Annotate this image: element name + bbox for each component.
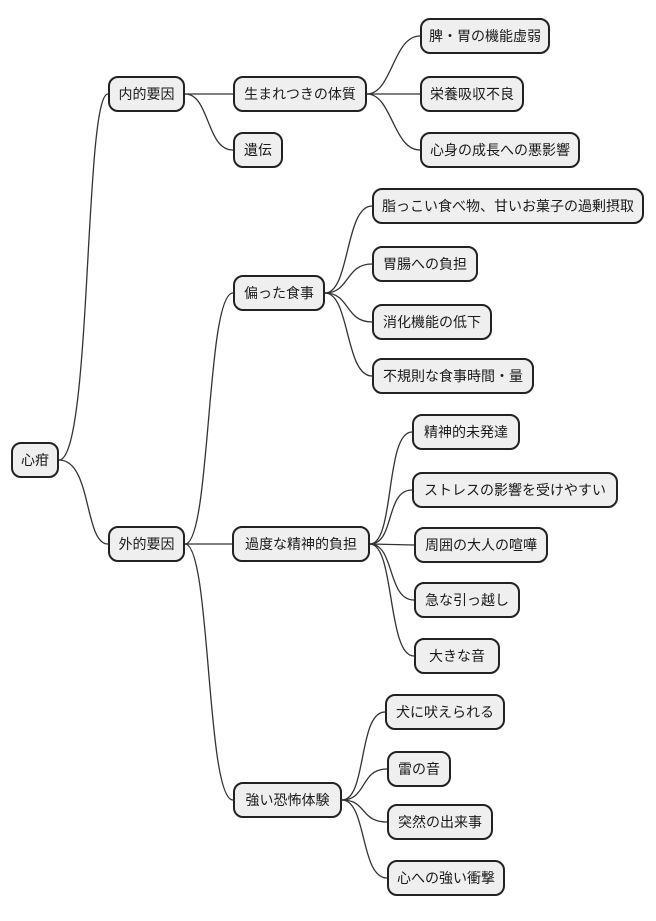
connector bbox=[324, 205, 373, 294]
leaf-sudden-move[interactable]: 急な引っ越し bbox=[414, 582, 520, 618]
connector bbox=[369, 543, 415, 546]
connector bbox=[324, 292, 373, 377]
connector bbox=[184, 292, 234, 545]
connector bbox=[369, 431, 413, 545]
leaf-stress-susceptibility[interactable]: ストレスの影響を受けやすい bbox=[412, 472, 618, 508]
connector bbox=[58, 93, 109, 461]
connector bbox=[58, 459, 109, 545]
leaf-mental-immaturity[interactable]: 精神的未発達 bbox=[412, 414, 520, 450]
node-root-shinkan[interactable]: 心疳 bbox=[11, 442, 59, 478]
connector bbox=[366, 93, 421, 151]
leaf-negative-growth-impact[interactable]: 心身の成長への悪影響 bbox=[420, 132, 580, 168]
connector bbox=[369, 543, 415, 601]
leaf-spleen-stomach-weakness[interactable]: 脾・胃の機能虚弱 bbox=[420, 18, 550, 54]
connector bbox=[369, 543, 415, 657]
connector bbox=[366, 35, 421, 95]
node-external-factors[interactable]: 外的要因 bbox=[108, 526, 185, 562]
connector bbox=[341, 799, 388, 823]
leaf-adults-quarreling[interactable]: 周囲の大人の喧嘩 bbox=[414, 527, 548, 563]
leaf-sudden-event[interactable]: 突然の出来事 bbox=[387, 804, 493, 840]
node-internal-factors[interactable]: 内的要因 bbox=[108, 76, 185, 112]
connector bbox=[184, 543, 234, 801]
leaf-oily-sweet-overconsumption[interactable]: 脂っこい食べ物、甘いお菓子の過剰摂取 bbox=[372, 188, 644, 224]
connector bbox=[369, 489, 413, 545]
node-excessive-mental-stress[interactable]: 過度な精神的負担 bbox=[232, 526, 370, 562]
leaf-digestive-function-decline[interactable]: 消化機能の低下 bbox=[372, 304, 492, 340]
node-intense-fear-experience[interactable]: 強い恐怖体験 bbox=[233, 782, 342, 818]
leaf-gastrointestinal-burden[interactable]: 胃腸への負担 bbox=[372, 246, 478, 282]
leaf-strong-emotional-shock[interactable]: 心への強い衝撃 bbox=[387, 860, 505, 896]
connector bbox=[341, 711, 386, 801]
connector bbox=[324, 292, 373, 323]
leaf-irregular-meal-times[interactable]: 不規則な食事時間・量 bbox=[372, 358, 534, 394]
connector bbox=[324, 263, 373, 294]
leaf-thunder-sound[interactable]: 雷の音 bbox=[387, 751, 451, 787]
node-unbalanced-diet[interactable]: 偏った食事 bbox=[233, 275, 325, 311]
node-heredity[interactable]: 遺伝 bbox=[233, 132, 283, 168]
connector bbox=[341, 799, 388, 879]
leaf-barked-at-by-dog[interactable]: 犬に吠えられる bbox=[385, 694, 505, 730]
connector bbox=[184, 93, 234, 151]
leaf-poor-nutrient-absorption[interactable]: 栄養吸収不良 bbox=[420, 76, 524, 112]
connector bbox=[341, 768, 388, 801]
leaf-loud-noise[interactable]: 大きな音 bbox=[414, 638, 500, 674]
node-innate-constitution[interactable]: 生まれつきの体質 bbox=[233, 76, 367, 112]
